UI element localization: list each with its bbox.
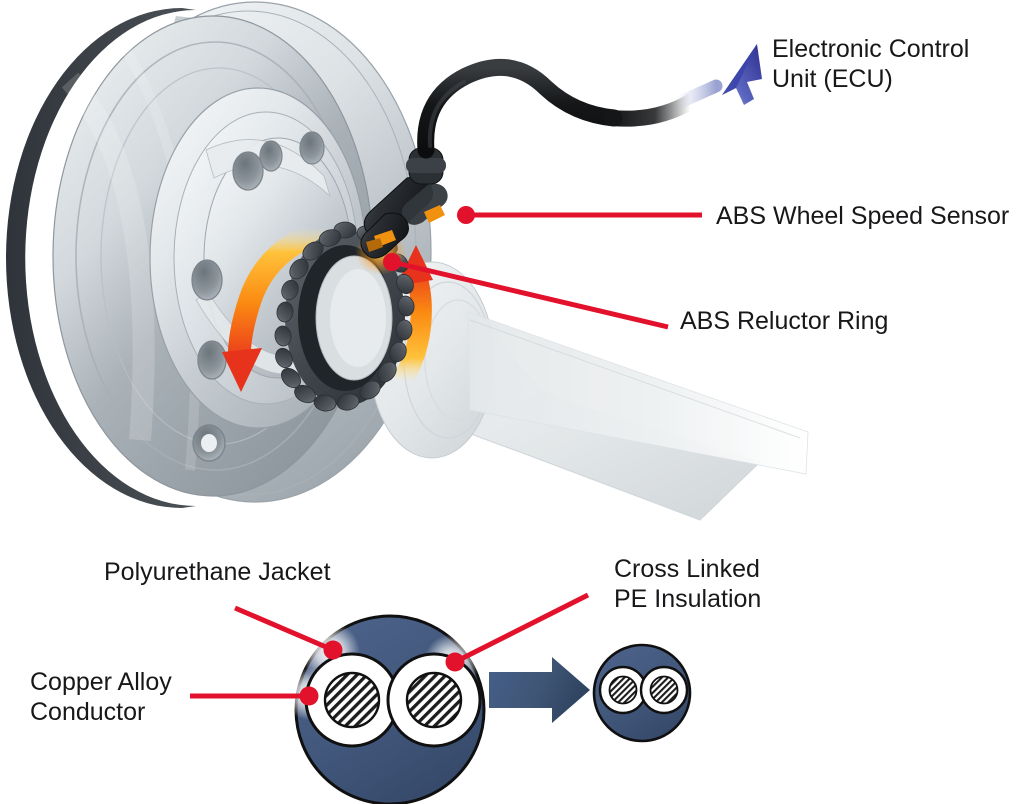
ecu-arrow (669, 44, 762, 111)
leader-reluctor (383, 253, 669, 330)
abs-wheel-speed-sensor (360, 147, 448, 259)
leader-conductor (190, 686, 319, 706)
small-cable-cross-section (592, 643, 692, 743)
transition-arrow (489, 657, 590, 723)
sensor-cable (417, 58, 698, 159)
label-polyurethane-jacket: Polyurethane Jacket (104, 558, 331, 586)
label-copper-alloy-conductor: Copper Alloy Conductor (30, 668, 172, 726)
label-ecu: Electronic Control Unit (ECU) (772, 35, 970, 93)
copper-alloy-conductor (323, 671, 463, 729)
label-abs-reluctor-ring: ABS Reluctor Ring (680, 307, 889, 335)
brake-rotor-hub-assembly (6, 1, 809, 521)
leader-jacket (234, 605, 343, 660)
leader-insulation (445, 592, 590, 672)
label-cross-linked-pe-insulation: Cross Linked PE Insulation (614, 555, 762, 613)
label-abs-wheel-speed-sensor: ABS Wheel Speed Sensor (716, 202, 1010, 230)
lug-bolt-hole (191, 131, 325, 462)
leader-lines (190, 206, 702, 706)
leader-sensor (457, 206, 702, 224)
